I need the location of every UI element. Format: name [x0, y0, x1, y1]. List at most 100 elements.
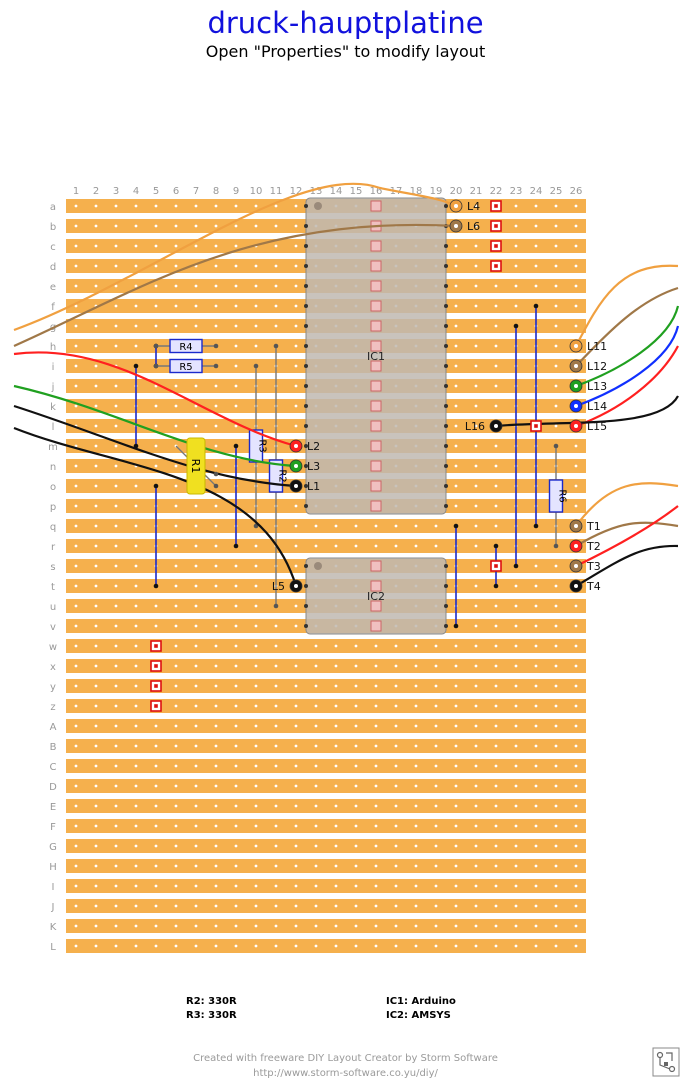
- resistor-end: [273, 343, 279, 349]
- strip-hole: [194, 284, 198, 288]
- strip-hole: [174, 824, 178, 828]
- strip-hole: [574, 664, 578, 668]
- strip-hole: [214, 724, 218, 728]
- strip-hole: [314, 704, 318, 708]
- strip-hole: [434, 944, 438, 948]
- strip-hole: [494, 644, 498, 648]
- strip-hole: [514, 924, 518, 928]
- strip-hole: [114, 204, 118, 208]
- strip-hole: [314, 664, 318, 668]
- copper-strip: [66, 679, 586, 693]
- footer-credit: Created with freeware DIY Layout Creator…: [193, 1053, 498, 1064]
- wire-brown-t2: [575, 521, 679, 547]
- strip-hole: [514, 804, 518, 808]
- strip-hole: [534, 264, 538, 268]
- strip-hole: [474, 764, 478, 768]
- strip-hole: [414, 644, 418, 648]
- strip-hole: [74, 644, 78, 648]
- strip-hole: [554, 924, 558, 928]
- pad-label: L3: [307, 460, 320, 473]
- strip-hole: [194, 804, 198, 808]
- strip-hole: [114, 884, 118, 888]
- strip-hole: [214, 444, 218, 448]
- strip-hole: [174, 764, 178, 768]
- strip-hole: [94, 484, 98, 488]
- strip-hole: [454, 284, 458, 288]
- strip-hole: [154, 444, 158, 448]
- strip-hole: [454, 664, 458, 668]
- column-label: 23: [510, 186, 523, 197]
- strip-hole: [554, 724, 558, 728]
- pad-label: T1: [586, 520, 601, 533]
- strip-hole: [474, 864, 478, 868]
- pad-l2: L2: [289, 439, 320, 453]
- module-header-pin: [370, 240, 382, 252]
- strip-hole: [514, 744, 518, 748]
- strip-hole: [214, 624, 218, 628]
- strip-hole: [294, 524, 298, 528]
- strip-hole: [194, 844, 198, 848]
- strip-hole: [214, 764, 218, 768]
- strip-hole: [114, 304, 118, 308]
- strip-hole: [174, 784, 178, 788]
- strip-hole: [114, 744, 118, 748]
- strip-hole: [334, 924, 338, 928]
- strip-hole: [394, 724, 398, 728]
- strip-hole: [394, 704, 398, 708]
- strip-hole: [254, 904, 258, 908]
- strip-hole: [254, 224, 258, 228]
- strip-hole: [494, 344, 498, 348]
- strip-hole: [254, 584, 258, 588]
- column-label: 13: [310, 186, 323, 197]
- pad-label: L5: [272, 580, 285, 593]
- pad-hole: [294, 584, 298, 588]
- strip-hole: [534, 924, 538, 928]
- pad-hole: [574, 404, 578, 408]
- strip-hole: [294, 904, 298, 908]
- strip-hole: [494, 664, 498, 668]
- strip-hole: [474, 624, 478, 628]
- strip-hole: [154, 464, 158, 468]
- strip-hole: [294, 764, 298, 768]
- strip-hole: [274, 724, 278, 728]
- strip-hole: [74, 304, 78, 308]
- strip-hole: [434, 524, 438, 528]
- pad-label: T3: [586, 560, 601, 573]
- strip-hole: [194, 204, 198, 208]
- strip-hole: [474, 704, 478, 708]
- strip-hole: [334, 644, 338, 648]
- strip-hole: [154, 804, 158, 808]
- square-pad-center: [494, 264, 498, 268]
- pad-hole: [574, 364, 578, 368]
- strip-hole: [94, 524, 98, 528]
- strip-hole: [474, 644, 478, 648]
- copper-strip: [66, 519, 586, 533]
- strip-hole: [294, 364, 298, 368]
- strip-hole: [354, 664, 358, 668]
- strip-hole: [254, 264, 258, 268]
- strip-hole: [414, 544, 418, 548]
- strip-hole: [294, 844, 298, 848]
- wire-green-l3: [13, 384, 297, 468]
- copper-strip: [66, 819, 586, 833]
- strip-hole: [94, 444, 98, 448]
- strip-hole: [294, 704, 298, 708]
- pad-label: L4: [467, 200, 480, 213]
- strip-hole: [234, 764, 238, 768]
- strip-hole: [294, 324, 298, 328]
- strip-hole: [294, 564, 298, 568]
- row-label: t: [51, 582, 55, 593]
- strip-hole: [394, 744, 398, 748]
- wire-black-l1: [13, 404, 297, 488]
- strip-hole: [474, 824, 478, 828]
- strip-hole: [74, 264, 78, 268]
- strip-hole: [74, 544, 78, 548]
- footer-url[interactable]: http://www.storm-software.co.yu/diy/: [253, 1068, 438, 1079]
- strip-hole: [374, 704, 378, 708]
- module-pin: [444, 464, 448, 468]
- module-body: [305, 557, 447, 635]
- strip-hole: [254, 664, 258, 668]
- resistor-end: [213, 343, 219, 349]
